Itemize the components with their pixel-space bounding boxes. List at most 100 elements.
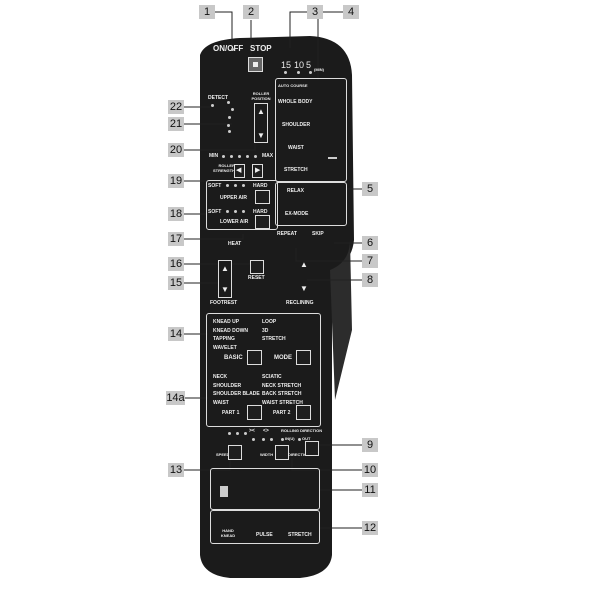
indicator-led <box>244 432 247 435</box>
indicator-led <box>298 438 301 441</box>
callout-14: 14 <box>168 327 184 341</box>
direction-button[interactable] <box>305 441 319 456</box>
roller-position-buttons[interactable]: ▲ ▼ <box>254 103 268 143</box>
indicator-led <box>228 130 231 133</box>
course-stretch[interactable]: STRETCH <box>284 167 308 173</box>
item-shoulder-blade: SHOULDER BLADE <box>213 391 260 397</box>
dir-opt-2: OUT <box>302 436 311 441</box>
item-knead-down: KNEAD DOWN <box>213 327 248 334</box>
item-waist-stretch: WAIST STRETCH <box>262 399 303 406</box>
item-wavelet: WAVELET <box>213 344 237 351</box>
repeat-button[interactable]: REPEAT <box>277 231 297 237</box>
course-shoulder[interactable]: SHOULDER <box>282 122 311 128</box>
air-panel <box>206 180 278 230</box>
lower-air-button[interactable] <box>255 215 270 229</box>
indicator-led <box>226 210 229 213</box>
indicator-led <box>254 155 257 158</box>
speed-button[interactable] <box>228 445 242 460</box>
lower-hard-label: HARD <box>253 209 268 215</box>
callout-4: 4 <box>343 5 359 19</box>
upper-soft-label: SOFT <box>208 183 222 189</box>
callout-5: 5 <box>362 182 378 196</box>
pulse-button[interactable]: PULSE <box>256 532 273 538</box>
strength-down-button[interactable]: ◀ <box>234 164 245 178</box>
auto-course-panel <box>275 78 347 182</box>
reset-button[interactable] <box>250 260 264 274</box>
indicator-led <box>231 48 234 51</box>
item-tapping: TAPPING <box>213 336 235 342</box>
callout-20: 20 <box>168 143 184 157</box>
figure-icon <box>220 486 228 497</box>
footrest-label: FOOTREST <box>210 300 238 306</box>
basic-left-list: KNEAD UP KNEAD DOWN TAPPING WAVELET <box>213 318 248 352</box>
indicator-led <box>270 438 273 441</box>
item-neck: NECK <box>213 374 228 380</box>
indicator-led <box>227 101 230 104</box>
callout-21: 21 <box>168 117 184 131</box>
callout-7: 7 <box>362 254 378 268</box>
indicator-led <box>297 71 300 74</box>
item-shoulder: SHOULDER <box>213 382 242 389</box>
indicator-led <box>252 438 255 441</box>
basic-label: BASIC <box>224 355 243 361</box>
indicator-led <box>281 438 284 441</box>
auto-course-title: AUTO COURSE <box>278 83 308 88</box>
skip-button[interactable]: SKIP <box>312 231 324 237</box>
footrest-buttons[interactable]: ▲ ▼ <box>218 260 232 298</box>
indicator-led <box>231 108 234 111</box>
callout-17: 17 <box>168 232 184 246</box>
callout-8: 8 <box>362 273 378 287</box>
timer-10[interactable]: 10 <box>294 60 305 70</box>
relax-button[interactable]: RELAX <box>287 188 304 194</box>
roller-strength-label: ROLLER STRENGTH <box>213 163 235 173</box>
callout-22: 22 <box>168 100 184 114</box>
stretch-button[interactable]: STRETCH <box>288 532 312 538</box>
indicator-led <box>234 210 237 213</box>
program-panel <box>206 313 321 427</box>
part1-label: PART 1 <box>222 410 240 416</box>
strength-up-button[interactable]: ▶ <box>252 164 263 178</box>
indicator-led <box>242 210 245 213</box>
reclining-up-icon[interactable]: ▲ <box>300 260 308 269</box>
stop-button[interactable] <box>248 57 263 72</box>
upper-hard-label: HARD <box>253 183 268 189</box>
upper-air-button[interactable] <box>255 190 270 204</box>
indicator-led <box>227 124 230 127</box>
course-waist[interactable]: WAIST <box>288 145 304 151</box>
detect-label: DETECT <box>208 95 228 101</box>
basic-button[interactable] <box>247 350 262 365</box>
width-button[interactable] <box>275 445 289 460</box>
hand-knead-button[interactable]: HAND KNEAD <box>220 528 236 538</box>
part1-button[interactable] <box>247 405 262 420</box>
stop-icon <box>253 62 258 67</box>
arrow-right-icon: ▶ <box>255 167 261 174</box>
item-neck-stretch: NECK STRETCH <box>262 382 302 389</box>
callout-16: 16 <box>168 257 184 271</box>
rolling-direction-label: ROLLING DIRECTION <box>281 428 323 433</box>
panel-12 <box>210 510 320 544</box>
timer-15[interactable]: 15 <box>281 60 292 70</box>
course-whole-body[interactable]: WHOLE BODY <box>278 99 313 105</box>
heat-label[interactable]: HEAT <box>228 241 242 247</box>
indicator-led <box>262 438 265 441</box>
callout-15: 15 <box>168 276 184 290</box>
upper-air-label: UPPER AIR <box>220 195 248 201</box>
item-3d: 3D <box>262 327 269 334</box>
part-left-list: NECK SHOULDER SHOULDER BLADE WAIST <box>213 373 260 407</box>
reclining-down-icon[interactable]: ▼ <box>300 284 308 293</box>
mode-button[interactable] <box>296 350 311 365</box>
item-waist: WAIST <box>213 399 229 406</box>
indicator-led <box>238 155 241 158</box>
ex-mode-button[interactable]: EX-MODE <box>285 211 309 217</box>
direction-label: DIRECTION <box>288 452 310 457</box>
callout-1: 1 <box>199 5 215 19</box>
part2-button[interactable] <box>296 405 311 420</box>
min-label: MIN <box>209 153 219 159</box>
item-knead-up: KNEAD UP <box>213 319 240 325</box>
callout-14a: 14a <box>166 391 185 405</box>
mode-label: MODE <box>274 355 292 361</box>
indicator-led <box>284 71 287 74</box>
timer-5[interactable]: 5 <box>306 60 312 70</box>
lower-soft-label: SOFT <box>208 209 222 215</box>
